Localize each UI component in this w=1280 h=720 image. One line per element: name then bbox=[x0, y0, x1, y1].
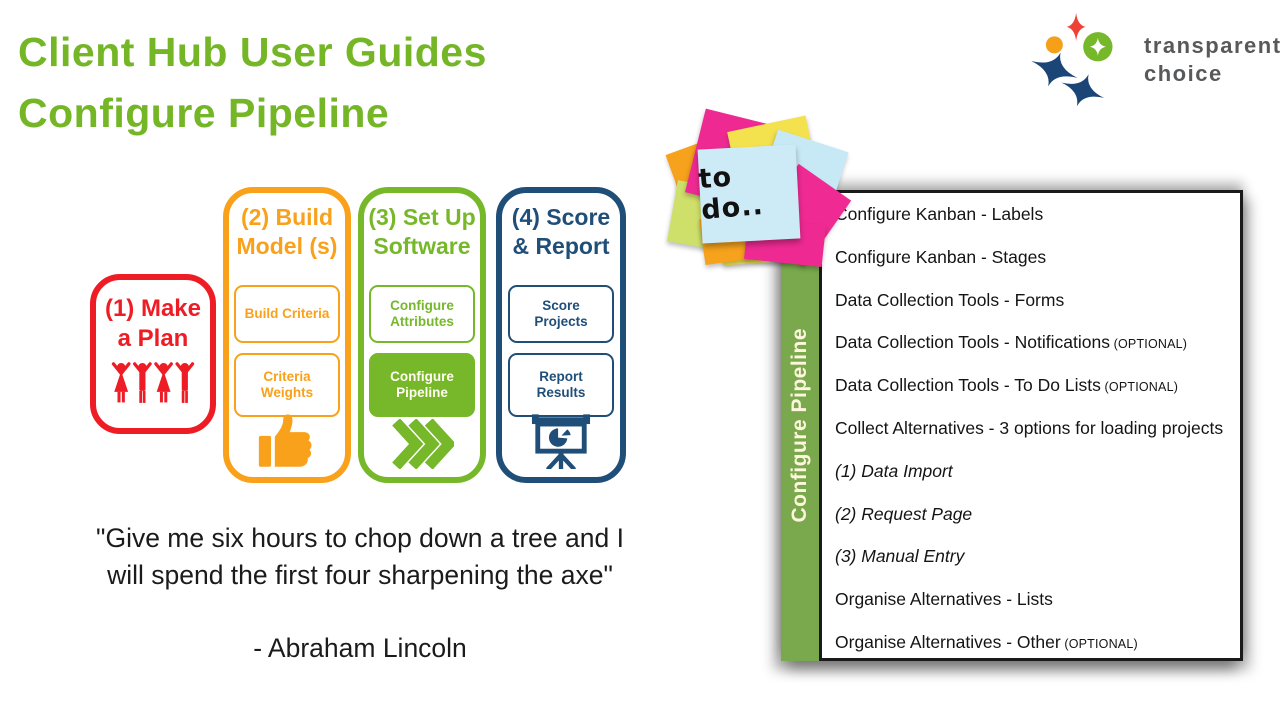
step-build-models: (2) Build Model (s) Build Criteria Crite… bbox=[223, 187, 351, 483]
brand-logo-icon bbox=[1031, 12, 1113, 107]
step1-title-line2: a Plan bbox=[117, 325, 189, 352]
todo-item: Configure Kanban - Stages bbox=[835, 247, 1236, 268]
todo-item-text: (1) Data Import bbox=[835, 460, 953, 481]
sticky-note-top: to do.. bbox=[697, 144, 801, 244]
todo-item-text: Configure Kanban - Stages bbox=[835, 246, 1047, 267]
todo-item: Organise Alternatives - Other (OPTIONAL) bbox=[835, 632, 1236, 653]
page-title-line1: Client Hub User Guides bbox=[18, 29, 487, 75]
step1-title-line1: (1) Make bbox=[104, 295, 202, 322]
todo-item: Data Collection Tools - Notifications (O… bbox=[835, 332, 1236, 353]
step4-title-line1: (4) Score bbox=[511, 204, 611, 230]
sub-criteria-weights: Criteria Weights bbox=[234, 353, 340, 417]
presentation-chart-icon bbox=[531, 414, 591, 469]
todo-panel: Configure Pipeline Configure Kanban - La… bbox=[781, 190, 1243, 661]
todo-item-text: (3) Manual Entry bbox=[835, 546, 965, 567]
todo-item-text: Data Collection Tools - Notifications bbox=[835, 332, 1110, 353]
quote-line1: "Give me six hours to chop down a tree a… bbox=[96, 523, 624, 553]
sub-configure-pipeline-active: Configure Pipeline bbox=[369, 353, 475, 417]
chevrons-icon bbox=[392, 419, 454, 469]
sub-build-criteria: Build Criteria bbox=[234, 285, 340, 343]
step-score-and-report: (4) Score & Report Score Projects Report… bbox=[496, 187, 626, 483]
sub-configure-attributes: Configure Attributes bbox=[369, 285, 475, 343]
quote-attribution: - Abraham Lincoln bbox=[253, 633, 467, 663]
step4-title: (4) Score & Report bbox=[502, 203, 620, 261]
quote-line2: will spend the first four sharpening the… bbox=[107, 560, 613, 590]
sub-report-results: Report Results bbox=[508, 353, 614, 417]
panel-sidebar-label: Configure Pipeline bbox=[788, 328, 811, 523]
sub-score-projects: Score Projects bbox=[508, 285, 614, 343]
step2-title-line1: (2) Build bbox=[241, 204, 333, 230]
step3-title-line1: (3) Set Up bbox=[368, 204, 476, 230]
todo-item-text: (2) Request Page bbox=[835, 503, 973, 524]
todo-item-text: Data Collection Tools - Forms bbox=[835, 289, 1065, 310]
todo-item: Collect Alternatives - 3 options for loa… bbox=[835, 418, 1236, 439]
step2-title-line2: Model (s) bbox=[236, 233, 338, 259]
brand-logo-text: transparent choice bbox=[1144, 32, 1280, 88]
todo-item-text: Organise Alternatives - Other bbox=[835, 631, 1061, 652]
thumbs-up-icon bbox=[258, 414, 312, 467]
panel-sidebar: Configure Pipeline bbox=[781, 190, 819, 661]
todo-item: (2) Request Page bbox=[835, 504, 1236, 525]
step-set-up-software: (3) Set Up Software Configure Attributes… bbox=[358, 187, 486, 483]
todo-item: Data Collection Tools - To Do Lists (OPT… bbox=[835, 375, 1236, 396]
todo-item: (3) Manual Entry bbox=[835, 546, 1236, 567]
todo-item-text: Configure Kanban - Labels bbox=[835, 204, 1044, 224]
page-title: Client Hub User Guides Configure Pipelin… bbox=[18, 22, 487, 144]
todo-item-text: Organise Alternatives - Lists bbox=[835, 589, 1053, 610]
todo-item-text: Collect Alternatives - 3 options for loa… bbox=[835, 417, 1224, 438]
todo-item: Organise Alternatives - Lists bbox=[835, 589, 1236, 610]
step2-title: (2) Build Model (s) bbox=[229, 203, 345, 261]
sticky-notes-icon: to do.. bbox=[665, 108, 852, 267]
todo-item-optional-tag: (OPTIONAL) bbox=[1100, 380, 1179, 395]
todo-item: Data Collection Tools - Forms bbox=[835, 290, 1236, 311]
step1-title: (1) Make a Plan bbox=[96, 294, 210, 354]
todo-item-optional-tag: (OPTIONAL) bbox=[1109, 337, 1188, 352]
pipeline-diagram: (1) Make a Plan bbox=[90, 187, 630, 485]
step3-title: (3) Set Up Software bbox=[364, 203, 480, 261]
brand-name-line2: choice bbox=[1144, 61, 1223, 86]
sticky-note-label: to do.. bbox=[697, 161, 765, 227]
quote-block: "Give me six hours to chop down a tree a… bbox=[50, 520, 670, 667]
step4-title-line2: & Report bbox=[512, 233, 610, 259]
page-title-line2: Configure Pipeline bbox=[18, 90, 390, 136]
todo-item: Configure Kanban - Labels bbox=[835, 204, 1236, 225]
people-icon bbox=[111, 362, 195, 403]
step3-title-line2: Software bbox=[373, 233, 471, 259]
brand-logo: transparent choice bbox=[1026, 12, 1280, 108]
brand-name-line1: transparent bbox=[1144, 33, 1280, 58]
todo-item: (1) Data Import bbox=[835, 461, 1236, 482]
todo-item-text: Data Collection Tools - To Do Lists bbox=[835, 375, 1101, 396]
step-make-a-plan: (1) Make a Plan bbox=[90, 274, 216, 434]
todo-item-optional-tag: (OPTIONAL) bbox=[1060, 636, 1138, 651]
